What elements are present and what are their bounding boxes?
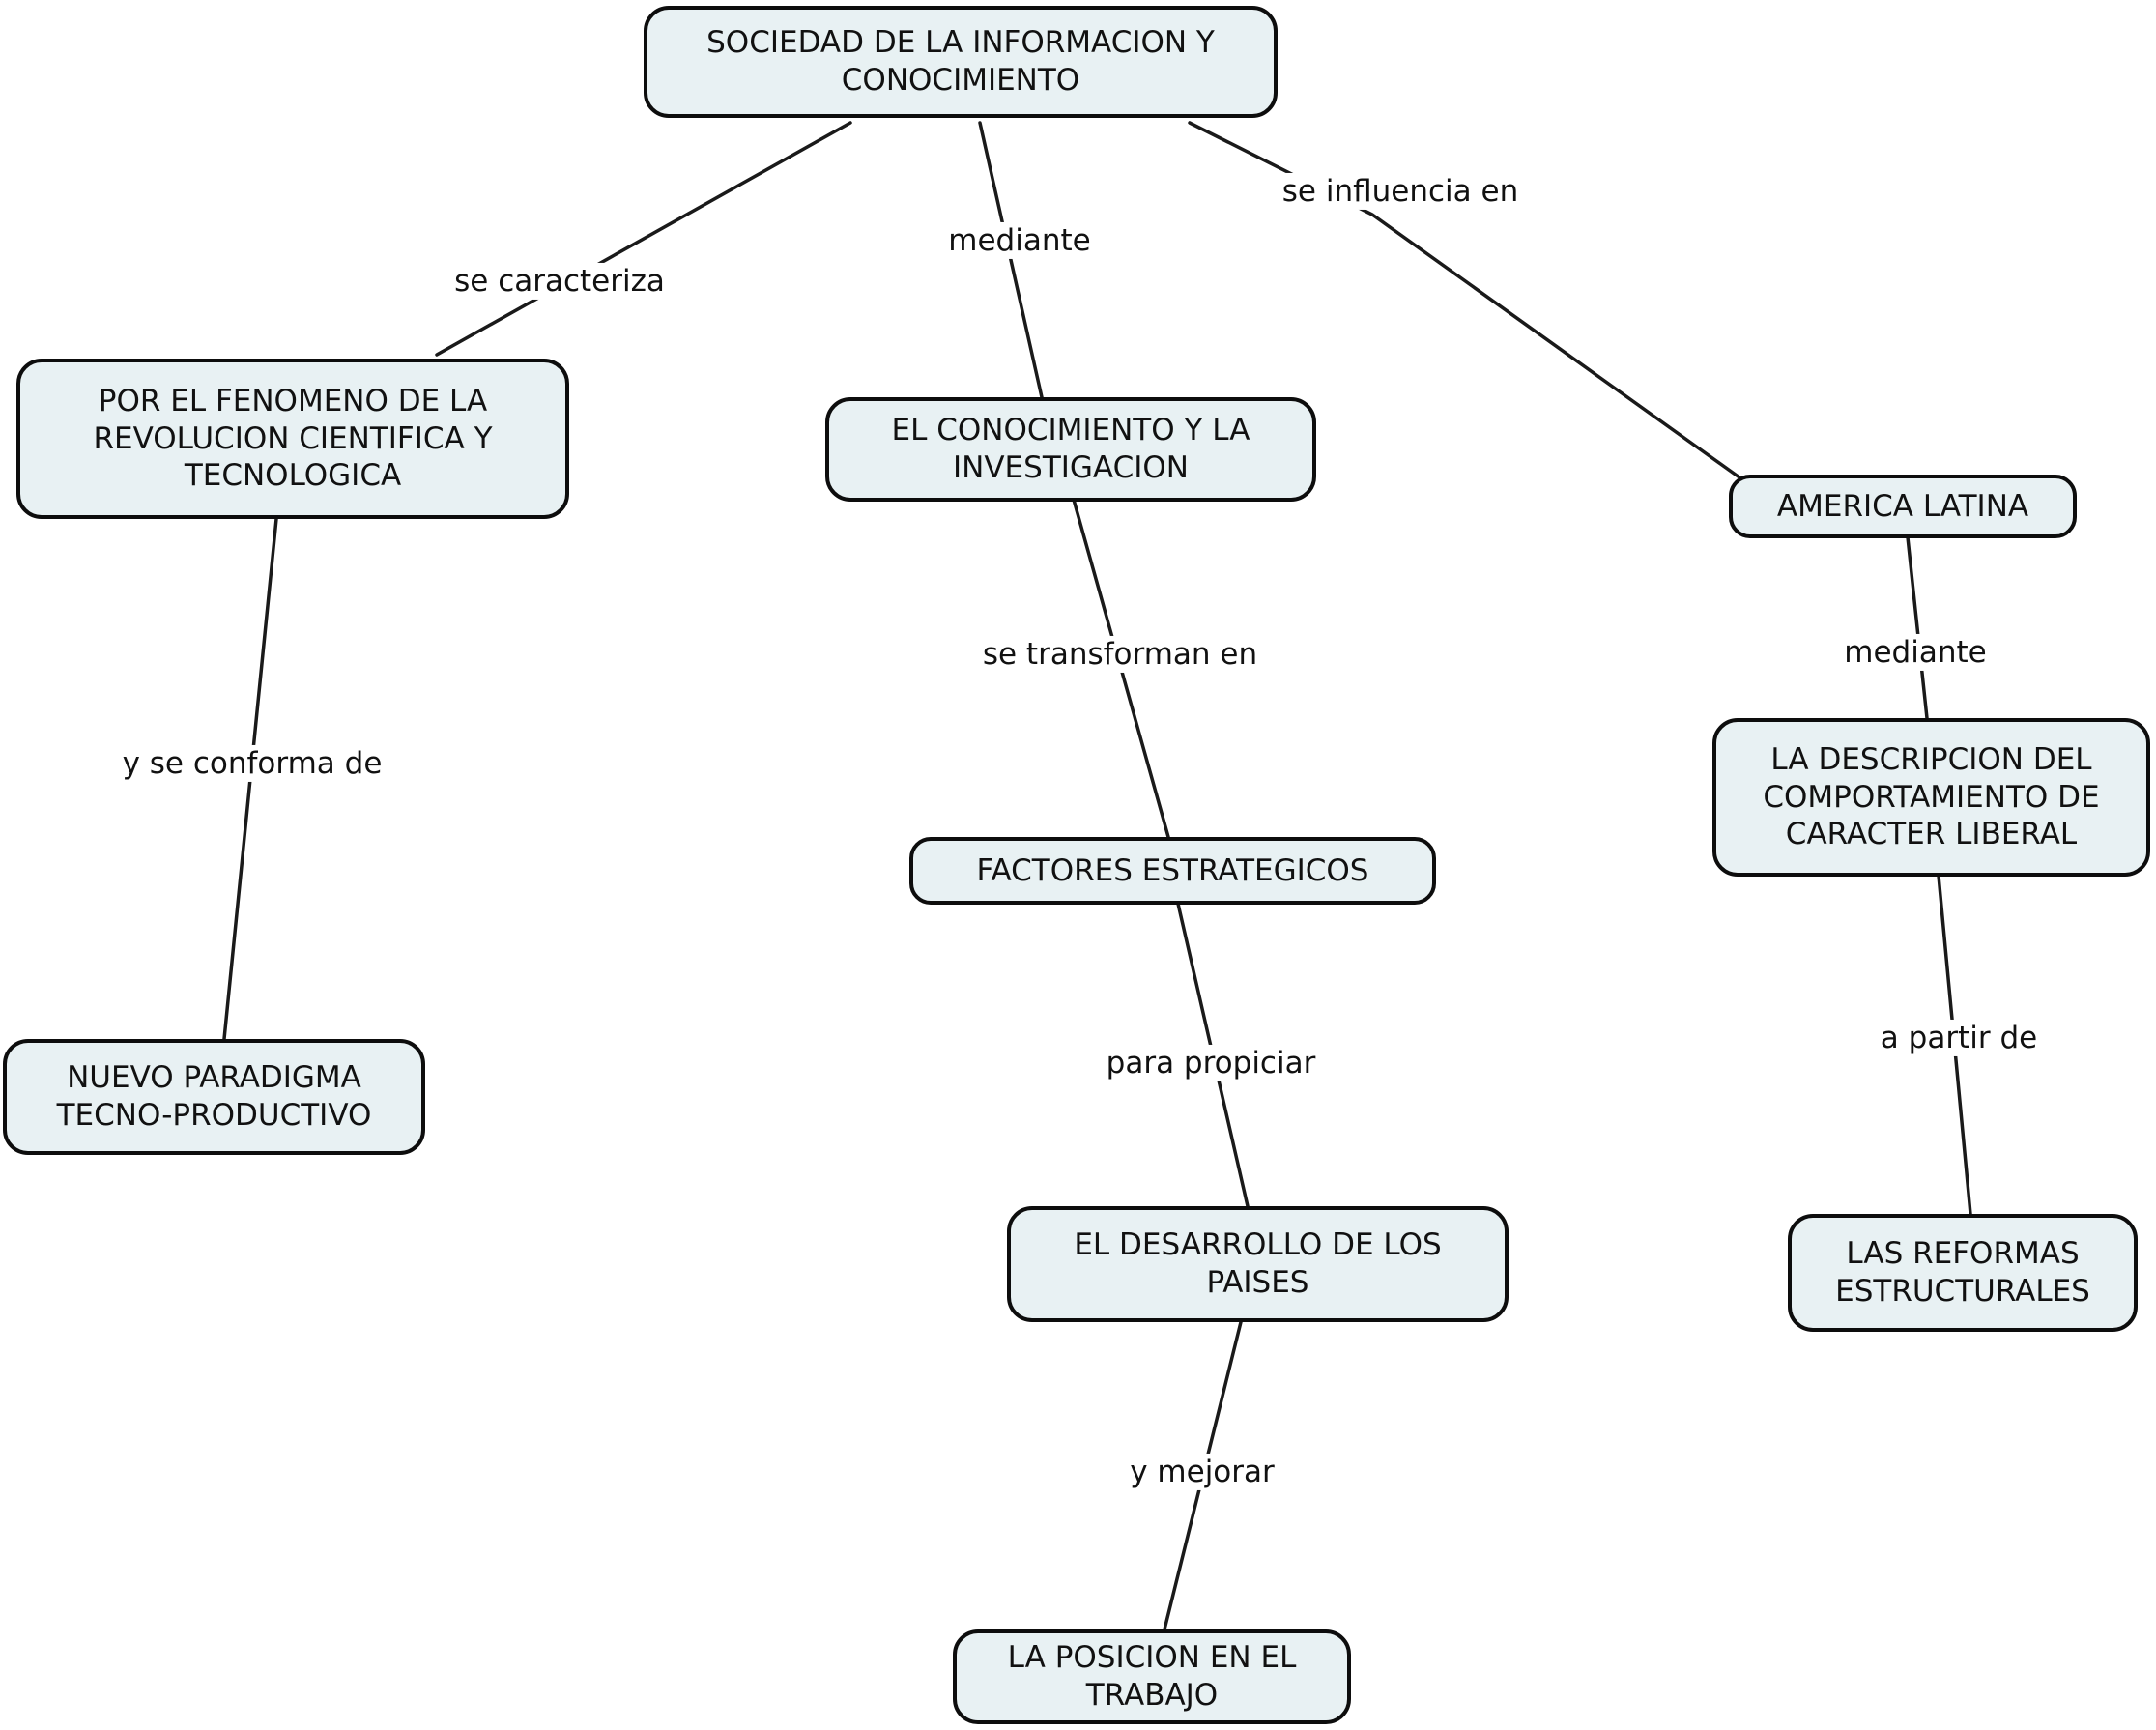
node-nuevo-paradigma[interactable]: NUEVO PARADIGMA TECNO-PRODUCTIVO (3, 1039, 425, 1155)
edge-label-se-caracteriza[interactable]: se caracteriza (445, 262, 675, 301)
node-conocimiento-investigacion[interactable]: EL CONOCIMIENTO Y LA INVESTIGACION (825, 397, 1316, 502)
edge-label-mediante-america[interactable]: mediante (1834, 633, 1997, 672)
edge-label-para-propiciar[interactable]: para propiciar (1096, 1044, 1326, 1082)
edge-label-a-partir-de[interactable]: a partir de (1870, 1019, 2048, 1057)
edge-label-y-se-conforma-de[interactable]: y se conforma de (112, 744, 392, 783)
node-america-latina[interactable]: AMERICA LATINA (1729, 475, 2077, 538)
edge-label-se-transforman-en[interactable]: se transforman en (972, 635, 1268, 674)
edge-label-mediante-conocimiento[interactable]: mediante (938, 221, 1101, 260)
node-descripcion-comportamiento[interactable]: LA DESCRIPCION DEL COMPORTAMIENTO DE CAR… (1712, 718, 2150, 877)
node-desarrollo-paises[interactable]: EL DESARROLLO DE LOS PAISES (1007, 1206, 1509, 1322)
node-posicion-trabajo[interactable]: LA POSICION EN EL TRABAJO (953, 1629, 1351, 1724)
node-fenomeno-revolucion[interactable]: POR EL FENOMENO DE LA REVOLUCION CIENTIF… (16, 359, 569, 519)
edge-label-se-influencia-en[interactable]: se influencia en (1272, 172, 1529, 211)
node-sociedad-informacion[interactable]: SOCIEDAD DE LA INFORMACION Y CONOCIMIENT… (644, 6, 1278, 118)
node-reformas-estructurales[interactable]: LAS REFORMAS ESTRUCTURALES (1788, 1214, 2138, 1332)
edge-label-y-mejorar[interactable]: y mejorar (1120, 1453, 1284, 1491)
node-factores-estrategicos[interactable]: FACTORES ESTRATEGICOS (909, 837, 1436, 905)
